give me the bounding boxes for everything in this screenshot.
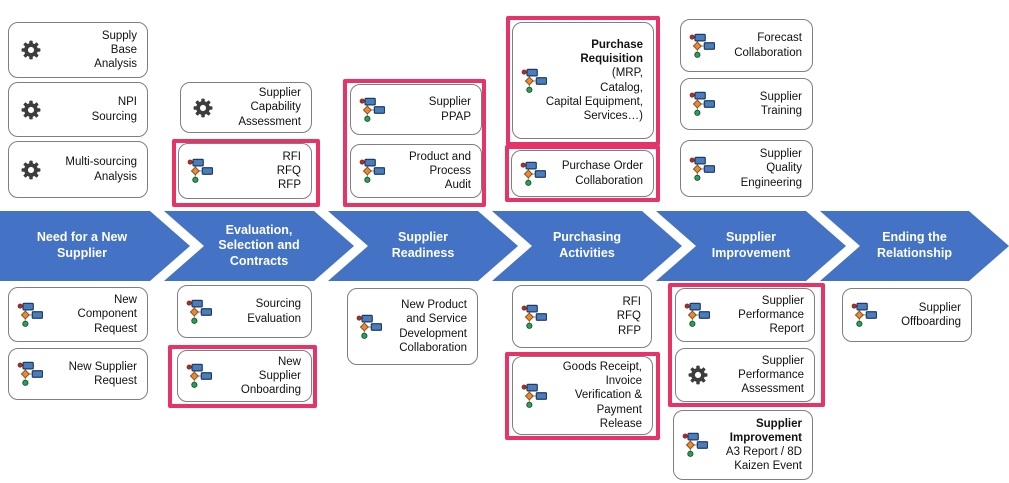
workflow-icon xyxy=(187,158,213,184)
workflow-icon xyxy=(520,161,546,187)
stage-chevron-need-for-a-new-supplier: Need for a New Supplier xyxy=(0,211,190,281)
stage-chevron-ending-the-relationship: Ending the Relationship xyxy=(820,211,1009,281)
highlight-goods-receipt xyxy=(505,352,660,440)
process-box-supplier-ppap: Supplier PPAP xyxy=(350,84,482,135)
process-box-supplier-offboarding: Supplier Offboarding xyxy=(842,288,972,342)
process-box-label: Supplier Offboarding xyxy=(901,301,961,328)
process-box-label: Supplier PPAP xyxy=(428,96,471,123)
process-box-label: Supply Base Analysis xyxy=(94,29,137,70)
workflow-icon xyxy=(17,302,43,328)
stage-chevron-supplier-improvement: Supplier Improvement xyxy=(656,211,846,281)
process-box-label-detail: A3 Report / 8D Kaizen Event xyxy=(725,446,802,473)
highlight-new-supplier-onboarding xyxy=(168,345,317,408)
highlight-purchase-order-collaboration xyxy=(505,145,660,202)
workflow-icon xyxy=(359,158,385,184)
workflow-icon xyxy=(521,68,547,94)
gear-icon xyxy=(19,98,43,122)
workflow-icon xyxy=(359,97,385,123)
process-box-label: New Product and Service Development Coll… xyxy=(399,299,467,354)
stage-label: Purchasing Activities xyxy=(552,230,622,260)
process-box-multi-sourcing-analysis: Multi-sourcing Analysis xyxy=(8,141,148,198)
process-box-label-detail: (MRP, Catalog, Capital Equipment, Servic… xyxy=(545,67,643,122)
workflow-icon xyxy=(689,91,715,117)
process-box-supplier-quality-engineering: Supplier Quality Engineering xyxy=(680,140,813,197)
process-box-label: RFI RFQ RFP xyxy=(276,150,301,191)
process-box-sourcing-evaluation: Sourcing Evaluation xyxy=(177,285,312,338)
process-box-rfi-rfq-rfp-evaluation: RFI RFQ RFP xyxy=(178,143,312,199)
workflow-icon xyxy=(186,363,212,389)
process-box-goods-receipt-invoice-payment: Goods Receipt, Invoice Verification & Pa… xyxy=(512,356,653,435)
gear-icon xyxy=(19,158,43,182)
stage-label: Ending the Relationship xyxy=(876,230,952,260)
process-box-label: Supplier Training xyxy=(759,90,802,117)
process-box-supplier-performance-assessment: Supplier Performance Assessment xyxy=(675,348,815,402)
stage-chevron-purchasing-activities: Purchasing Activities xyxy=(492,211,682,281)
process-box-label-bold: Purchase Requisition xyxy=(580,39,643,66)
process-box-supply-base-analysis: Supply Base Analysis xyxy=(8,22,148,78)
process-box-label: Supplier Performance Report xyxy=(738,294,804,335)
highlight-rfi-rfq-rfp xyxy=(172,139,320,207)
highlight-supplier-readiness-group xyxy=(343,79,486,207)
workflow-icon xyxy=(521,383,547,409)
process-box-npi-sourcing: NPI Sourcing xyxy=(8,82,148,137)
process-box-label: Supplier Performance Assessment xyxy=(738,354,804,395)
stage-label: Need for a New Supplier xyxy=(36,230,128,260)
workflow-icon xyxy=(186,299,212,325)
workflow-icon xyxy=(521,304,547,330)
process-box-label: New Component Request xyxy=(77,294,137,335)
process-box-label: Supplier Quality Engineering xyxy=(740,148,802,189)
gear-icon xyxy=(686,363,710,387)
process-box-forecast-collaboration: Forecast Collaboration xyxy=(680,19,813,72)
stage-label: Supplier Readiness xyxy=(391,230,455,260)
gear-icon xyxy=(19,38,43,62)
process-box-supplier-capability-assessment: Supplier Capability Assessment xyxy=(180,82,312,133)
workflow-icon xyxy=(689,33,715,59)
process-box-rfi-rfq-rfp-purchasing: RFI RFQ RFP xyxy=(512,285,652,348)
stage-chevron-supplier-readiness: Supplier Readiness xyxy=(328,211,518,281)
process-box-label: New Supplier Onboarding xyxy=(240,355,301,396)
gear-icon xyxy=(191,96,215,120)
process-box-new-supplier-onboarding: New Supplier Onboarding xyxy=(177,350,312,402)
process-box-label: NPI Sourcing xyxy=(91,96,137,123)
workflow-icon xyxy=(682,432,708,458)
process-box-label: RFI RFQ RFP xyxy=(616,296,641,337)
process-box-label-bold: Supplier Improvement xyxy=(729,417,802,444)
process-box-new-component-request: New Component Request xyxy=(8,287,148,342)
process-box-label: Purchase Order Collaboration xyxy=(561,160,643,187)
process-box-label: New Supplier Request xyxy=(68,360,137,387)
process-box-label: Supplier Capability Assessment xyxy=(238,87,301,128)
stage-chevron-evaluation-selection-contracts: Evaluation, Selection and Contracts xyxy=(164,211,354,281)
workflow-icon xyxy=(684,302,710,328)
process-box-new-product-service-development-collaboration: New Product and Service Development Coll… xyxy=(347,288,478,365)
process-box-supplier-performance-report: Supplier Performance Report xyxy=(675,288,815,342)
process-box-supplier-training: Supplier Training xyxy=(680,78,813,130)
process-box-new-supplier-request: New Supplier Request xyxy=(8,348,148,400)
process-box-product-and-process-audit: Product and Process Audit xyxy=(350,144,482,198)
process-box-label: Forecast Collaboration xyxy=(734,32,802,59)
process-box-purchase-requisition: Purchase Requisition(MRP, Catalog, Capit… xyxy=(512,22,654,139)
process-box-label: Sourcing Evaluation xyxy=(247,298,301,325)
workflow-icon xyxy=(356,314,382,340)
process-box-label: Product and Process Audit xyxy=(408,150,471,191)
process-box-label: Goods Receipt, Invoice Verification & Pa… xyxy=(562,361,642,430)
process-box-label: Purchase Requisition(MRP, Catalog, Capit… xyxy=(546,38,643,122)
highlight-purchase-requisition xyxy=(506,16,660,146)
stage-label: Evaluation, Selection and Contracts xyxy=(218,222,300,268)
stage-label: Supplier Improvement xyxy=(711,230,791,260)
workflow-icon xyxy=(17,361,43,387)
process-box-label: Multi-sourcing Analysis xyxy=(65,156,137,183)
workflow-icon xyxy=(851,302,877,328)
workflow-icon xyxy=(689,156,715,182)
highlight-supplier-performance-group xyxy=(668,283,825,407)
process-box-purchase-order-collaboration: Purchase Order Collaboration xyxy=(511,150,654,197)
